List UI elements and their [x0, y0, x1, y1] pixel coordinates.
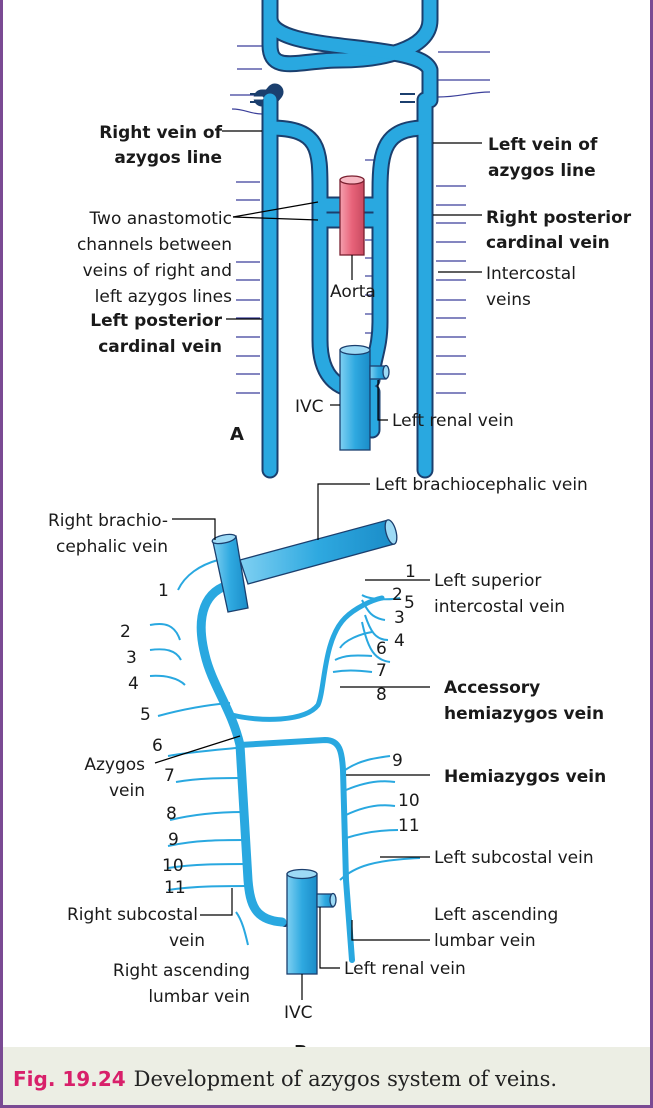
caption-band: Fig. 19.24 Development of azygos system o…: [3, 1047, 650, 1105]
label-left-sup-ic-2: intercostal vein: [434, 597, 565, 617]
rib-numbers-left: 1 2 3 4 5 6 7 8 9 10 11: [376, 562, 420, 836]
label-anastomotic-1: Two anastomotic: [88, 209, 232, 229]
label-intercostal-2: veins: [486, 290, 531, 310]
rib-number: 11: [398, 816, 420, 836]
label-azygos-1: Azygos: [84, 755, 145, 775]
label-right-asc-lumbar-1: Right ascending: [113, 961, 250, 981]
label-aorta: Aorta: [330, 282, 376, 302]
label-right-post-cardinal-1: Right posterior: [486, 208, 632, 228]
label-right-vein-azygos-1: Right vein of: [99, 123, 222, 143]
aorta-a: [340, 176, 364, 280]
label-left-asc-lumbar-2: lumbar vein: [434, 931, 536, 951]
panel-b: Left brachiocephalic vein Right brachio-…: [48, 475, 606, 1063]
ivc-b: [287, 870, 336, 975]
label-right-post-cardinal-2: cardinal vein: [486, 233, 610, 253]
label-ivc-b: IVC: [284, 1003, 313, 1023]
rib-number: 1: [405, 562, 416, 582]
rib-number: 4: [394, 631, 405, 651]
rib-number: 1: [158, 581, 169, 601]
rib-number: 9: [168, 830, 179, 850]
label-anastomotic-3: veins of right and: [83, 261, 232, 281]
label-right-subcostal-2: vein: [169, 931, 205, 951]
label-ivc-a: IVC: [295, 397, 324, 417]
rib-number: 7: [164, 766, 175, 786]
label-left-post-cardinal-2: cardinal vein: [98, 337, 222, 357]
rib-number: 2: [120, 622, 131, 642]
label-left-vein-azygos-1: Left vein of: [488, 135, 598, 155]
figure-caption: Fig. 19.24 Development of azygos system o…: [13, 1067, 557, 1091]
label-left-renal-a: Left renal vein: [392, 411, 514, 431]
panel-a: Right vein of azygos line Left vein of a…: [77, 0, 632, 470]
rib-number: 8: [376, 685, 387, 705]
right-brachiocephalic-tube: [211, 533, 248, 612]
label-intercostal-1: Intercostal: [486, 264, 576, 284]
left-brachiocephalic-tube: [240, 519, 399, 584]
rib-number: 6: [376, 639, 387, 659]
rib-number: 4: [128, 674, 139, 694]
label-accessory-2: hemiazygos vein: [444, 704, 604, 724]
label-anastomotic-4: left azygos lines: [95, 287, 232, 307]
rib-number: 5: [140, 705, 151, 725]
rib-number: 7: [376, 661, 387, 681]
rib-number: 8: [166, 804, 177, 824]
label-left-post-cardinal-1: Left posterior: [90, 311, 222, 331]
rib-number: 3: [394, 608, 405, 628]
label-left-asc-lumbar-1: Left ascending: [434, 905, 558, 925]
label-right-brachio-2: cephalic vein: [56, 537, 168, 557]
figure-number: Fig. 19.24: [13, 1067, 126, 1091]
label-hemiazygos: Hemiazygos vein: [444, 767, 606, 787]
rib-number: 2: [392, 585, 403, 605]
rib-number: 3: [126, 648, 137, 668]
label-left-vein-azygos-2: azygos line: [488, 161, 596, 181]
rib-number: 10: [398, 791, 420, 811]
rib-numbers-right: 1 2 3 4 5 6 7 8 9 10 11: [120, 581, 186, 898]
label-right-asc-lumbar-2: lumbar vein: [148, 987, 250, 1007]
rib-number: 6: [152, 736, 163, 756]
label-right-brachio-1: Right brachio-: [48, 511, 168, 531]
label-accessory-1: Accessory: [444, 678, 540, 698]
rib-number: 11: [164, 878, 186, 898]
label-anastomotic-2: channels between: [77, 235, 232, 255]
label-azygos-2: vein: [109, 781, 145, 801]
label-left-subcostal: Left subcostal vein: [434, 848, 594, 868]
label-left-brachiocephalic: Left brachiocephalic vein: [375, 475, 588, 495]
caption-text: Development of azygos system of veins.: [134, 1067, 557, 1091]
rib-number: 9: [392, 751, 403, 771]
label-right-vein-azygos-2: azygos line: [114, 148, 222, 168]
label-left-sup-ic-1: Left superior: [434, 571, 541, 591]
intercostal-lines-right: [436, 52, 490, 393]
panel-b-labels: Left brachiocephalic vein Right brachio-…: [48, 475, 606, 1063]
rib-number: 10: [162, 856, 184, 876]
panel-a-letter: A: [230, 424, 244, 445]
label-left-renal-b: Left renal vein: [344, 959, 466, 979]
label-right-subcostal-1: Right subcostal: [67, 905, 198, 925]
